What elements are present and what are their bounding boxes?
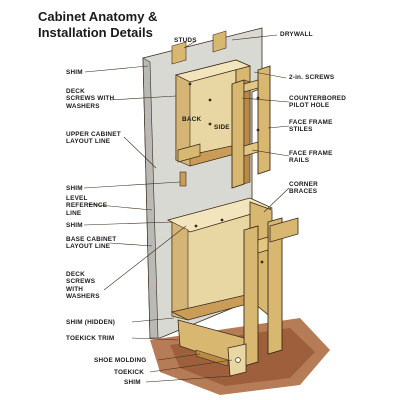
label-shim-bottom: SHIM xyxy=(124,379,141,386)
label-base-cabinet-layout-line: BASE CABINET LAYOUT LINE xyxy=(66,236,117,251)
screw xyxy=(188,82,192,86)
lower-face-frame-stile-right xyxy=(267,217,283,355)
stud-left xyxy=(171,41,187,65)
leader-shim-lower xyxy=(83,221,173,226)
wall-edge xyxy=(142,57,159,339)
upper-ledger xyxy=(177,143,201,163)
leader-studs xyxy=(183,40,197,49)
upper-face-frame-rail-bottom xyxy=(243,141,259,157)
lower-face-frame-rail xyxy=(257,236,269,254)
label-shim-mid: SHIM xyxy=(66,185,83,192)
lower-face-frame-stile-left xyxy=(243,225,259,367)
leader-lines xyxy=(83,34,290,383)
leader-face-frame-rails xyxy=(251,149,290,157)
leader-deck-screws-bottom xyxy=(103,225,187,291)
leader-shoe-molding xyxy=(157,353,201,361)
leader-level-ref xyxy=(87,203,153,211)
label-shim-lower: SHIM xyxy=(66,222,83,229)
upper-cabinet-inner-side xyxy=(175,74,191,167)
leader-deck-screws-top xyxy=(109,95,177,101)
screw xyxy=(208,98,212,102)
leader-toekick xyxy=(149,359,233,373)
leader-counterbored xyxy=(241,97,290,103)
screw xyxy=(208,122,212,126)
leader-corner-braces xyxy=(263,187,290,213)
leader-2in-screws xyxy=(253,71,287,79)
label-corner-braces: CORNER BRACES xyxy=(289,181,318,196)
toekick-screw xyxy=(235,357,241,363)
screw xyxy=(260,260,264,264)
label-shim-hidden: SHIM (HIDDEN) xyxy=(66,319,116,326)
upper-shim xyxy=(179,171,187,187)
label-level-reference-line: LEVEL REFERENCE LINE xyxy=(66,195,108,217)
label-deck-screws-bottom: DECK SCREWS WITH WASHERS xyxy=(66,271,100,301)
label-counterbored-pilot-hole: COUNTERBORED PILOT HOLE xyxy=(289,95,347,110)
leader-shim-mid xyxy=(83,181,181,189)
label-face-frame-rails: FACE FRAME RAILS xyxy=(289,150,333,165)
lower-face-frame-top-rail xyxy=(269,217,299,243)
label-back: BACK xyxy=(182,116,202,123)
leader-upper-layout xyxy=(123,136,157,169)
label-upper-cabinet-layout-line: UPPER CABINET LAYOUT LINE xyxy=(66,131,121,146)
label-2in-screws: 2-in. SCREWS xyxy=(289,74,335,81)
leader-shim-top xyxy=(84,65,149,73)
leader-face-frame-stiles xyxy=(267,125,290,129)
upper-face-frame-rail-top xyxy=(243,79,259,93)
upper-face-frame-stile-depth xyxy=(243,79,251,185)
screw xyxy=(256,96,260,100)
leader-base-layout xyxy=(109,242,153,247)
leader-drywall xyxy=(231,34,278,41)
screw xyxy=(194,224,198,228)
leader-shim-hidden xyxy=(131,317,175,323)
stud-right xyxy=(212,30,227,53)
label-shim-top: SHIM xyxy=(66,69,83,76)
diagram-title: Cabinet Anatomy & Installation Details xyxy=(38,9,158,40)
label-deck-screws-top: DECK SCREWS WITH WASHERS xyxy=(66,88,115,110)
label-toekick-trim: TOEKICK TRIM xyxy=(66,335,115,342)
upper-face-frame-stile-right xyxy=(257,65,271,175)
lower-cabinet-inner-side xyxy=(171,221,189,321)
leader-toekick-trim xyxy=(131,337,179,341)
upper-face-frame-stile-left xyxy=(231,79,245,189)
label-shoe-molding: SHOE MOLDING xyxy=(94,357,147,364)
label-drywall: DRYWALL xyxy=(280,31,313,38)
screw xyxy=(256,128,260,132)
label-studs: STUDS xyxy=(174,37,197,44)
label-toekick: TOEKICK xyxy=(114,369,145,376)
screw xyxy=(220,218,224,222)
leader-shim-bottom xyxy=(145,375,233,383)
label-side: SIDE xyxy=(214,124,230,131)
label-face-frame-stiles: FACE FRAME STILES xyxy=(289,119,333,134)
